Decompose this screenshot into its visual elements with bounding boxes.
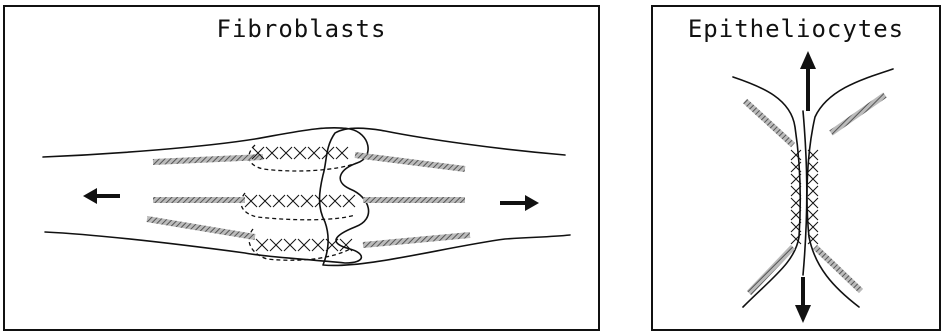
fibroblasts-panel: Fibroblasts xyxy=(3,5,600,331)
junction-cross xyxy=(791,234,801,244)
junction-cross xyxy=(259,195,271,207)
junction-cross xyxy=(280,147,292,159)
junction-cross xyxy=(336,147,348,159)
stress-fiber xyxy=(749,247,793,293)
junction-cross xyxy=(808,222,818,232)
junction-cross xyxy=(808,174,818,184)
junction-cross xyxy=(312,239,324,251)
junction-cross xyxy=(329,195,341,207)
arrow-icon xyxy=(800,51,816,111)
arrow-icon xyxy=(500,195,539,211)
junction-cross xyxy=(270,239,282,251)
junction-cross xyxy=(266,147,278,159)
junction-crosses-middle xyxy=(245,195,355,207)
junction-cross xyxy=(273,195,285,207)
junction-cross xyxy=(298,239,310,251)
junction-cross xyxy=(808,186,818,196)
junction-cross xyxy=(284,239,296,251)
junction-cross xyxy=(308,147,320,159)
stress-fiber xyxy=(147,219,255,237)
junction-cross xyxy=(294,147,306,159)
stress-fiber xyxy=(745,101,793,145)
arrow-icon xyxy=(83,188,120,204)
junction-cross xyxy=(343,195,355,207)
junction-cross xyxy=(287,195,299,207)
junction-cross xyxy=(808,210,818,220)
junction-crosses-top xyxy=(252,147,348,159)
junction-dashed-top xyxy=(249,145,357,171)
epitheliocytes-panel: Epitheliocytes xyxy=(651,5,941,331)
right-fibroblast-outline xyxy=(320,128,571,265)
fibroblasts-illustration xyxy=(5,7,602,333)
junction-cross xyxy=(340,239,352,251)
junction-cross xyxy=(256,239,268,251)
junction-crosses-right-column xyxy=(808,150,818,244)
stress-fiber xyxy=(153,157,263,162)
junction-cross xyxy=(791,150,801,160)
junction-cross xyxy=(808,162,818,172)
junction-cross xyxy=(315,195,327,207)
junction-cross xyxy=(808,198,818,208)
stress-fiber xyxy=(363,235,470,245)
cell-junction-line xyxy=(803,111,807,275)
junction-crosses-bottom xyxy=(256,239,352,251)
junction-cross xyxy=(245,195,257,207)
stress-fiber xyxy=(831,95,885,133)
junction-cross xyxy=(301,195,313,207)
arrow-icon xyxy=(795,277,811,323)
right-epitheliocyte-outline xyxy=(807,69,893,307)
stress-fiber xyxy=(355,155,465,169)
epitheliocytes-illustration xyxy=(653,7,943,333)
